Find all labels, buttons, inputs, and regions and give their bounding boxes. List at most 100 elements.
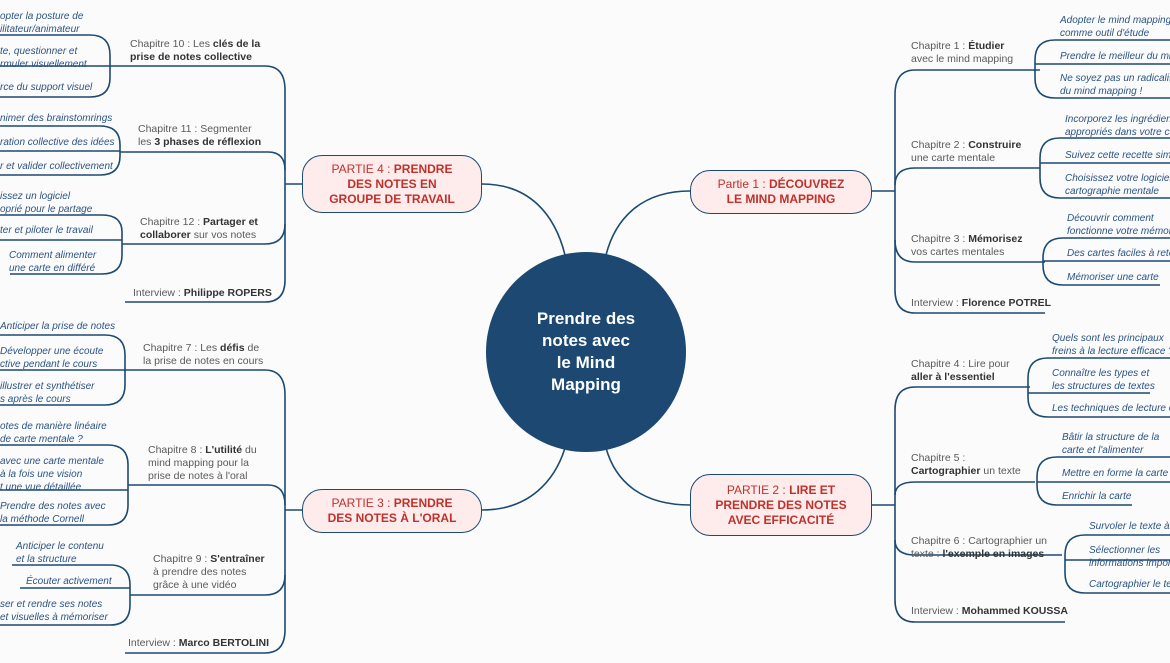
chapter-text: vos cartes mentales (911, 246, 1005, 258)
leaf-item[interactable]: rce du support visuel (0, 82, 93, 93)
chapter-text: Chapitre 11 : Segmenter les (138, 123, 252, 148)
chapter-text: Chapitre 1 : (911, 40, 969, 52)
leaf-item[interactable]: issez un logiciel oprié pour le partage (0, 191, 93, 215)
chapter-text: une carte mentale (911, 152, 996, 164)
chapter-bold: Construire (968, 139, 1022, 151)
leaf-item[interactable]: Choisissez votre logiciel d cartographie… (1065, 173, 1170, 197)
chapter-bold: Étudier (968, 40, 1005, 52)
chapter-bold: Marco BERTOLINI (178, 637, 270, 649)
chapter-text: Interview : (128, 637, 179, 649)
chapter-text: Chapitre 3 : (911, 233, 969, 245)
chapter-9[interactable]: Chapitre 9 : S'entraîner à prendre des n… (153, 553, 265, 592)
chapter-bold: l'exemple en images (942, 548, 1045, 560)
central-topic[interactable]: Prendre des notes avec le Mind Mapping (486, 252, 686, 452)
leaf-item[interactable]: avec une carte mentale à la fois une vis… (0, 456, 104, 493)
leaf-item[interactable]: Ne soyez pas un radicalist du mind mappi… (1060, 73, 1170, 97)
part-title: PRENDRE DES NOTES À L'ORAL (327, 496, 457, 525)
chapter-text: du mind mapping pour la prise de notes à… (148, 444, 257, 482)
chapter-bold: Mohammed KOUSSA (961, 605, 1068, 617)
chapter-text: avec le mind mapping (911, 53, 1014, 65)
chapter-text: Chapitre 6 : Cartographier un texte : (911, 535, 1047, 560)
leaf-item[interactable]: Anticiper la prise de notes (0, 321, 116, 332)
chapter-2[interactable]: Chapitre 2 : Construire une carte mental… (911, 139, 1021, 165)
leaf-item[interactable]: Mémoriser une carte (1067, 272, 1159, 283)
leaf-item[interactable]: r et valider collectivement (0, 161, 113, 172)
part-prefix: Partie 1 : (717, 177, 769, 191)
part-title: PRENDRE DES NOTES EN GROUPE DE TRAVAIL (329, 161, 455, 206)
chapter-text: Chapitre 2 : (911, 139, 969, 151)
chapter-8[interactable]: Chapitre 8 : L'utilité du mind mapping p… (148, 444, 257, 483)
chapter-6[interactable]: Chapitre 6 : Cartographier un texte : l'… (911, 535, 1047, 561)
leaf-item[interactable]: Suivez cette recette simpl (1065, 150, 1170, 161)
interview-bertolini[interactable]: Interview : Marco BERTOLINI (128, 637, 269, 650)
chapter-7[interactable]: Chapitre 7 : Les défis de la prise de no… (143, 342, 263, 368)
leaf-item[interactable]: Enrichir la carte (1062, 491, 1132, 502)
leaf-item[interactable]: ration collective des idées (0, 137, 115, 148)
chapter-bold: Partager et collaborer (140, 216, 258, 241)
part-1-node[interactable]: Partie 1 : DÉCOUVREZ LE MIND MAPPING (690, 170, 872, 214)
leaf-item[interactable]: Les techniques de lecture eff (1052, 403, 1170, 414)
chapter-3[interactable]: Chapitre 3 : Mémorisez vos cartes mental… (911, 233, 1022, 259)
leaf-item[interactable]: Prendre le meilleur du mi (1060, 51, 1170, 62)
leaf-item[interactable]: Cartographier le te (1089, 579, 1170, 590)
leaf-item[interactable]: illustrer et synthétiser s après le cour… (0, 381, 95, 405)
leaf-item[interactable]: Comment alimenter une carte en différé (9, 250, 97, 274)
chapter-text: Chapitre 9 : (153, 553, 211, 565)
chapter-bold: Mémorisez (968, 233, 1023, 245)
leaf-item[interactable]: ser et rendre ses notes et visuelles à m… (0, 599, 108, 623)
part-title: LIRE ET PRENDRE DES NOTES AVEC EFFICACIT… (715, 482, 847, 527)
chapter-5[interactable]: Chapitre 5 : Cartographier un texte (911, 452, 1021, 478)
chapter-text: Chapitre 7 : Les (143, 342, 221, 354)
part-prefix: PARTIE 3 : (331, 496, 394, 510)
part-2-node[interactable]: PARTIE 2 : LIRE ET PRENDRE DES NOTES AVE… (690, 474, 872, 536)
leaf-item[interactable]: Anticiper le contenu et la structure (16, 541, 104, 565)
chapter-4[interactable]: Chapitre 4 : Lire pour aller à l'essenti… (911, 358, 1010, 384)
chapter-text: sur vos notes (190, 229, 257, 241)
leaf-item[interactable]: Survoler le texte à (1089, 521, 1170, 532)
chapter-1[interactable]: Chapitre 1 : Étudier avec le mind mappin… (911, 40, 1013, 66)
chapter-bold: aller à l'essentiel (911, 371, 995, 383)
chapter-text: Chapitre 5 : (911, 452, 966, 464)
chapter-bold: S'entraîner (210, 553, 265, 565)
leaf-item[interactable]: Incorporez les ingrédient appropriés dan… (1065, 114, 1170, 138)
chapter-11[interactable]: Chapitre 11 : Segmenter les 3 phases de … (138, 123, 261, 149)
leaf-item[interactable]: Prendre des notes avec la méthode Cornel… (0, 501, 106, 525)
leaf-item[interactable]: ter et piloter le travail (0, 225, 93, 236)
leaf-item[interactable]: Adopter le mind mapping comme outil d'ét… (1060, 15, 1170, 39)
chapter-bold: 3 phases de réflexion (154, 136, 262, 148)
leaf-item[interactable]: Quels sont les principaux freins à la le… (1052, 333, 1170, 357)
chapter-text: Interview : (911, 297, 962, 309)
part-3-node[interactable]: PARTIE 3 : PRENDRE DES NOTES À L'ORAL (302, 489, 482, 533)
leaf-item[interactable]: opter la posture de ilitateur/animateur (0, 11, 84, 35)
leaf-item[interactable]: Écouter activement (26, 576, 112, 587)
chapter-text: Chapitre 10 : Les (130, 38, 213, 50)
leaf-item[interactable]: Mettre en forme la carte (1062, 468, 1169, 479)
interview-ropers[interactable]: Interview : Philippe ROPERS (133, 287, 272, 300)
leaf-item[interactable]: Des cartes faciles à reten (1067, 248, 1170, 259)
leaf-item[interactable]: Bâtir la structure de la carte et l'alim… (1062, 432, 1160, 456)
chapter-10[interactable]: Chapitre 10 : Les clés de la prise de no… (130, 38, 260, 64)
leaf-item[interactable]: nimer des brainstomrings (0, 113, 113, 124)
interview-koussa[interactable]: Interview : Mohammed KOUSSA (911, 605, 1068, 618)
part-prefix: PARTIE 2 : (726, 482, 790, 497)
leaf-item[interactable]: Sélectionner les informations impor (1089, 545, 1170, 569)
leaf-item[interactable]: Développer une écoute ctive pendant le c… (0, 346, 104, 370)
leaf-item[interactable]: otes de manière linéaire de carte mental… (0, 421, 107, 445)
leaf-item[interactable]: te, questionner et rmuler visuellement (0, 46, 87, 70)
chapter-bold: Florence POTREL (961, 297, 1052, 309)
chapter-text: Chapitre 4 : Lire pour (911, 358, 1010, 370)
leaf-item[interactable]: Découvrir comment fonctionne votre mémoi (1067, 213, 1170, 237)
chapter-bold: Cartographier (911, 465, 981, 477)
part-4-node[interactable]: PARTIE 4 : PRENDRE DES NOTES EN GROUPE D… (302, 155, 482, 213)
chapter-text: Interview : (133, 287, 184, 299)
part-prefix: PARTIE 4 : (331, 161, 394, 176)
chapter-bold: clés de la prise de notes collective (130, 38, 261, 63)
leaf-item[interactable]: Connaître les types et les structures de… (1052, 368, 1155, 392)
chapter-text: un texte (980, 465, 1021, 477)
part-title: DÉCOUVREZ LE MIND MAPPING (726, 177, 845, 206)
chapter-bold: L'utilité (205, 444, 243, 456)
interview-potrel[interactable]: Interview : Florence POTREL (911, 297, 1051, 310)
chapter-bold: Philippe ROPERS (183, 287, 272, 299)
chapter-12[interactable]: Chapitre 12 : Partager et collaborer sur… (140, 216, 258, 242)
